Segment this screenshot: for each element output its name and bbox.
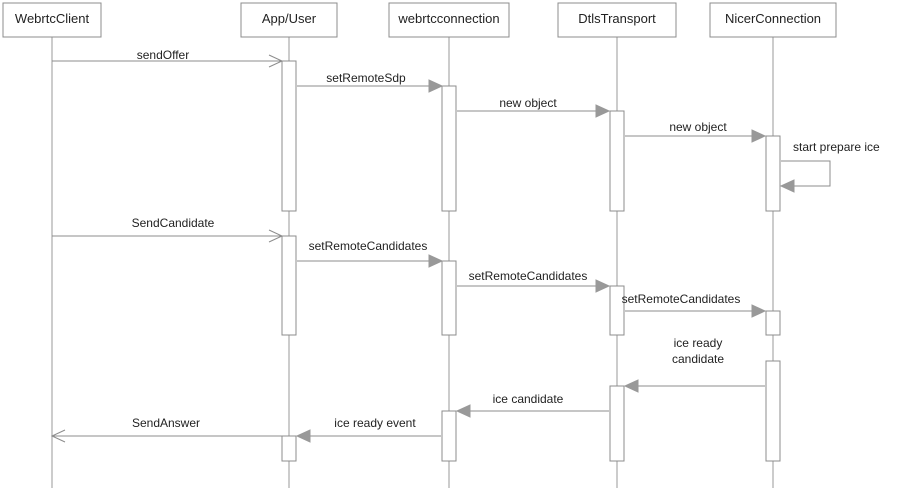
message-start-prepare-ice-arrowhead bbox=[779, 179, 795, 193]
activation-bar bbox=[441, 85, 457, 212]
message-ice-ready-event-arrowhead bbox=[295, 429, 311, 443]
message-send-candidate-label: SendCandidate bbox=[132, 216, 215, 230]
message-send-offer-label: sendOffer bbox=[137, 48, 189, 62]
message-set-remote-sdp-label: setRemoteSdp bbox=[326, 71, 406, 85]
participant-label-nicerconnection: NicerConnection bbox=[725, 11, 821, 26]
activation-bar bbox=[441, 410, 457, 462]
message-ice-ready-event-label: ice ready event bbox=[334, 416, 416, 430]
activation-bar bbox=[441, 260, 457, 336]
message-send-offer-arrowhead bbox=[268, 54, 284, 68]
participant-label-dtlstransport: DtlsTransport bbox=[578, 11, 656, 26]
activation-bar bbox=[281, 60, 297, 212]
participant-label-webrtcclient: WebrtcClient bbox=[15, 11, 90, 26]
message-set-remote-candidates-3-arrowhead bbox=[751, 304, 767, 318]
message-set-remote-sdp-arrowhead bbox=[428, 79, 444, 93]
participant-webrtcconnection bbox=[388, 2, 510, 38]
message-ice-ready-candidate-arrowhead bbox=[623, 379, 639, 393]
message-start-prepare-ice-line bbox=[781, 160, 831, 187]
participant-label-webrtcconnection: webrtcconnection bbox=[397, 11, 499, 26]
message-send-answer-label: SendAnswer bbox=[132, 416, 200, 430]
message-ice-candidate-label: ice candidate bbox=[493, 392, 564, 406]
participant-label-app-user: App/User bbox=[262, 11, 317, 26]
message-new-object-2-label: new object bbox=[669, 120, 727, 134]
participant-webrtcclient bbox=[2, 2, 102, 38]
activation-bar bbox=[765, 360, 781, 462]
activation-bar bbox=[281, 435, 297, 462]
participant-nicerconnection bbox=[709, 2, 837, 38]
message-start-prepare-ice-label: start prepare ice bbox=[793, 140, 880, 154]
activation-bar bbox=[765, 310, 781, 336]
message-new-object-1-arrowhead bbox=[595, 104, 611, 118]
message-set-remote-candidates-1-arrowhead bbox=[428, 254, 444, 268]
message-send-answer-arrowhead bbox=[50, 429, 66, 443]
participant-dtlstransport bbox=[557, 2, 677, 38]
message-ice-candidate-arrowhead bbox=[455, 404, 471, 418]
message-new-object-2-arrowhead bbox=[751, 129, 767, 143]
message-ice-ready-candidate-label: candidate bbox=[672, 352, 724, 366]
message-set-remote-candidates-2-label: setRemoteCandidates bbox=[469, 269, 588, 283]
message-send-candidate-arrowhead bbox=[268, 229, 284, 243]
activation-bar bbox=[609, 285, 625, 336]
activation-bar bbox=[765, 135, 781, 212]
activation-bar bbox=[609, 385, 625, 462]
message-ice-ready-candidate-label: ice ready bbox=[674, 336, 723, 350]
participant-app-user bbox=[240, 2, 338, 38]
activation-bar bbox=[281, 235, 297, 336]
activation-bar bbox=[609, 110, 625, 212]
message-new-object-1-label: new object bbox=[499, 96, 557, 110]
message-set-remote-candidates-2-arrowhead bbox=[595, 279, 611, 293]
message-set-remote-candidates-1-label: setRemoteCandidates bbox=[309, 239, 428, 253]
message-set-remote-candidates-3-label: setRemoteCandidates bbox=[622, 292, 741, 306]
